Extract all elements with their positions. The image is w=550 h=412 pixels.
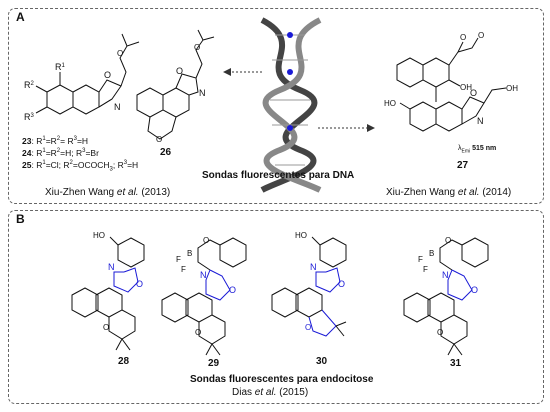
citation-2014: Xiu-Zhen Wang et al. (2014) [386, 187, 511, 198]
svg-text:O: O [229, 285, 236, 295]
panel-a-caption: Sondas fluorescentes para DNA [202, 170, 355, 181]
svg-text:OH: OH [460, 83, 472, 92]
svg-text:O: O [471, 285, 478, 295]
compound-23-structure [35, 33, 140, 115]
emission-label: λEmi 515 nm [458, 145, 497, 155]
svg-text:F: F [176, 255, 181, 264]
label-24: 24 [22, 147, 32, 158]
panel-a-letter: A [16, 10, 25, 24]
svg-text:O: O [445, 236, 451, 245]
compound-27-label: 27 [457, 160, 469, 171]
svg-text:O: O [203, 236, 209, 245]
svg-text:F: F [418, 255, 423, 264]
substituents-23: 23: R1=R2= R3=H [22, 135, 89, 146]
svg-text:N: N [200, 270, 207, 280]
svg-text:N: N [114, 102, 121, 112]
citation-2015-author: Dias [232, 387, 255, 398]
citation-2015-year: (2015) [276, 387, 309, 398]
compound-30-structure [271, 236, 347, 337]
svg-text:R2: R2 [24, 80, 35, 90]
compound-31-label: 31 [450, 358, 462, 369]
panel-b-caption: Sondas fluorescentes para endocitose [190, 374, 374, 385]
svg-text:O: O [194, 43, 200, 52]
citation-2015-etal: et al. [254, 387, 277, 398]
svg-text:O: O [156, 135, 162, 144]
citation-2014-etal: et al. [457, 187, 480, 198]
compound-28-structure [71, 236, 145, 351]
svg-text:O: O [176, 66, 183, 76]
svg-text:N: N [442, 270, 449, 280]
panel-b-letter: B [16, 212, 25, 226]
compound-30-label: 30 [316, 356, 328, 367]
svg-text:B: B [429, 249, 434, 258]
citation-2013-etal: et al. [116, 187, 139, 198]
label-23: 23 [22, 135, 32, 146]
svg-text:HO: HO [384, 99, 396, 108]
svg-text:O: O [338, 279, 345, 289]
svg-text:O: O [437, 328, 443, 337]
compound-28-label: 28 [118, 356, 130, 367]
citation-2014-author: Xiu-Zhen Wang [386, 187, 458, 198]
substituents-24: 24: R1=R2=H; R3=Br [22, 147, 99, 158]
citation-2013-author: Xiu-Zhen Wang [45, 187, 117, 198]
svg-text:F: F [181, 265, 186, 274]
svg-text:O: O [195, 328, 201, 337]
panel-a-frame [8, 8, 544, 204]
svg-text:HO: HO [93, 231, 105, 240]
compound-26-structure [136, 29, 215, 140]
svg-text:O: O [478, 31, 484, 40]
compound-29-label: 29 [208, 358, 220, 369]
svg-text:HO: HO [295, 231, 307, 240]
svg-text:R1: R1 [55, 62, 66, 72]
compound-31-structure [403, 237, 489, 356]
citation-2014-year: (2014) [479, 187, 512, 198]
svg-text:O: O [117, 49, 123, 58]
compound-27-structure [396, 37, 507, 132]
citation-2013: Xiu-Zhen Wang et al. (2013) [45, 187, 170, 198]
citation-2015: Dias et al. (2015) [232, 387, 308, 398]
svg-text:B: B [187, 249, 192, 258]
compound-29-structure [161, 237, 247, 356]
svg-text:O: O [136, 279, 143, 289]
svg-text:OH: OH [506, 84, 518, 93]
svg-text:N: N [477, 116, 484, 126]
svg-text:O: O [460, 33, 466, 42]
svg-text:N: N [108, 262, 115, 272]
panel-b-frame [8, 210, 544, 404]
svg-text:O: O [104, 70, 111, 80]
label-25: 25 [22, 159, 32, 170]
svg-text:R3: R3 [24, 112, 35, 122]
svg-text:O: O [470, 88, 477, 98]
svg-text:O: O [305, 323, 311, 332]
dna-helix [260, 17, 322, 193]
substituents-25: 25: R1=Cl; R2=OCOCH3; R3=H [22, 159, 139, 173]
svg-text:N: N [199, 88, 206, 98]
svg-text:N: N [310, 262, 317, 272]
compound-26-label: 26 [160, 147, 172, 158]
svg-text:O: O [103, 323, 109, 332]
citation-2013-year: (2013) [138, 187, 171, 198]
svg-text:F: F [423, 265, 428, 274]
